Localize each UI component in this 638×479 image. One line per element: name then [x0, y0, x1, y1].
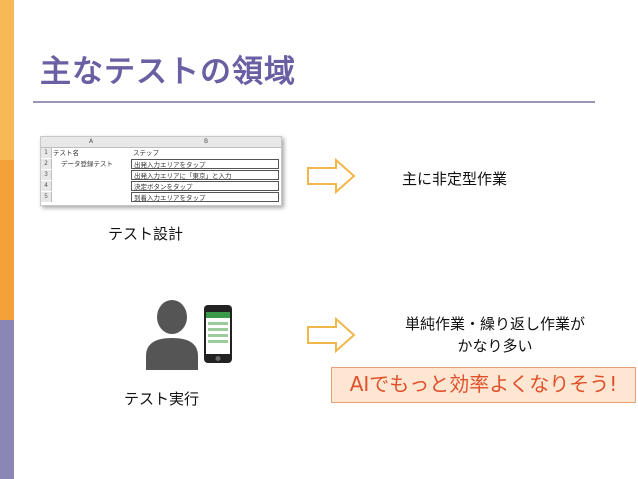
sheet-cell-b: 出発入力エリアをタップ — [131, 159, 279, 169]
sidebar-accent — [0, 0, 14, 479]
sheet-col-header-a: A — [51, 137, 131, 148]
execution-caption: テスト実行 — [124, 390, 200, 408]
sheet-col-header-b: B — [131, 137, 281, 148]
right-arrow-icon — [307, 158, 356, 194]
sheet-cell-b: 到着入力エリアをタップ — [131, 192, 279, 202]
highlight-callout: AIでもっと効率よくなりそう! — [331, 367, 636, 403]
title-divider — [33, 101, 595, 103]
execution-result-line1: 単純作業・繰り返し作業が — [404, 315, 585, 333]
sheet-row-num: 3 — [41, 170, 52, 180]
sheet-corner — [41, 137, 51, 148]
sheet-cell-a: テスト名 — [53, 149, 79, 157]
sheet-cell-b: 決定ボタンをタップ — [131, 181, 279, 191]
sidebar-seg-top — [0, 0, 14, 160]
sheet-row-num: 4 — [41, 181, 52, 191]
sheet-cell-b: ステップ — [133, 149, 159, 157]
sidebar-seg-mid — [0, 160, 14, 320]
sheet-cell-a: データ登録テスト — [61, 160, 113, 168]
design-caption: テスト設計 — [108, 225, 184, 243]
right-arrow-icon — [307, 317, 356, 353]
slide-title: 主なテストの領域 — [40, 54, 296, 90]
execution-result-line2: かなり多い — [457, 337, 533, 355]
spreadsheet-thumbnail: A B 1 2 3 4 5 テスト名 データ登録テスト ステップ 出発入力エリア… — [40, 136, 282, 206]
sheet-row-num: 1 — [41, 148, 52, 158]
sheet-cell-b: 出発入力エリアに「東京」と入力 — [131, 170, 279, 180]
design-result: 主に非定型作業 — [402, 170, 508, 188]
sheet-row-num: 2 — [41, 159, 52, 169]
person-icon — [146, 300, 198, 370]
sheet-row-num: 5 — [41, 192, 52, 202]
sidebar-seg-bottom — [0, 320, 14, 479]
smartphone-icon — [204, 305, 232, 363]
